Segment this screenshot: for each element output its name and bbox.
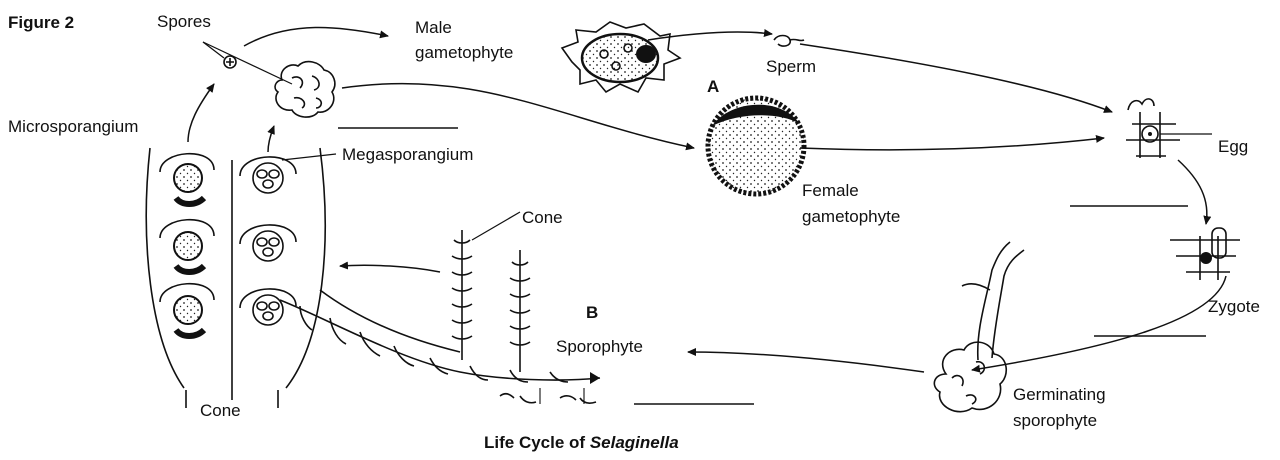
sporophyte-plant: [280, 212, 600, 404]
arrow-male-to-sperm: [648, 32, 772, 40]
arrow-sporophyte-to-cone: [340, 265, 440, 272]
megaspore: [275, 62, 335, 117]
label-spores: Spores: [157, 12, 211, 31]
arrow-micro-to-spore: [188, 84, 214, 142]
label-sperm: Sperm: [766, 57, 816, 76]
male-gametophyte: [562, 22, 680, 92]
cone-cross-section: [146, 148, 336, 408]
label-zygote: Zygote: [1208, 297, 1260, 316]
caption-species: Selaginella: [590, 433, 679, 452]
label-sporophyte: Sporophyte: [556, 337, 643, 356]
arrow-mega-to-spore: [268, 126, 274, 152]
arrow-germinating-to-sporophyte: [688, 352, 924, 372]
arrow-sperm-to-egg: [800, 44, 1112, 112]
caption: Life Cycle of Selaginella: [484, 433, 679, 452]
label-megasporangium: Megasporangium: [342, 145, 473, 164]
label-cone-top: Cone: [522, 208, 563, 227]
label-female-gametophyte-2: gametophyte: [802, 207, 900, 226]
arrow-spores-to-male: [244, 27, 388, 46]
label-male-gametophyte-1: Male: [415, 18, 452, 37]
label-cone-bottom: Cone: [200, 401, 241, 420]
germinating-sporophyte-drawing: [934, 242, 1024, 412]
arrow-female-to-egg: [800, 138, 1104, 150]
zygote-structure: [1170, 228, 1240, 280]
marker-b: B: [586, 303, 598, 322]
marker-a: A: [707, 77, 719, 96]
figure-label: Figure 2: [8, 13, 74, 32]
label-female-gametophyte-1: Female: [802, 181, 859, 200]
arrow-egg-to-zygote: [1178, 160, 1207, 224]
sperm-cell: [774, 36, 804, 47]
caption-prefix: Life Cycle of: [484, 433, 585, 452]
microspore: [224, 56, 236, 68]
label-microsporangium: Microsporangium: [8, 117, 138, 136]
label-male-gametophyte-2: gametophyte: [415, 43, 513, 62]
spores-pointer-2: [203, 42, 292, 84]
female-gametophyte: [708, 98, 804, 194]
arrow-spore-to-female: [342, 84, 694, 148]
label-germinating-1: Germinating: [1013, 385, 1106, 404]
label-germinating-2: sporophyte: [1013, 411, 1097, 430]
archegonium-egg: [1126, 99, 1212, 158]
arrow-zygote-to-germinating: [972, 276, 1226, 370]
label-egg: Egg: [1218, 137, 1248, 156]
